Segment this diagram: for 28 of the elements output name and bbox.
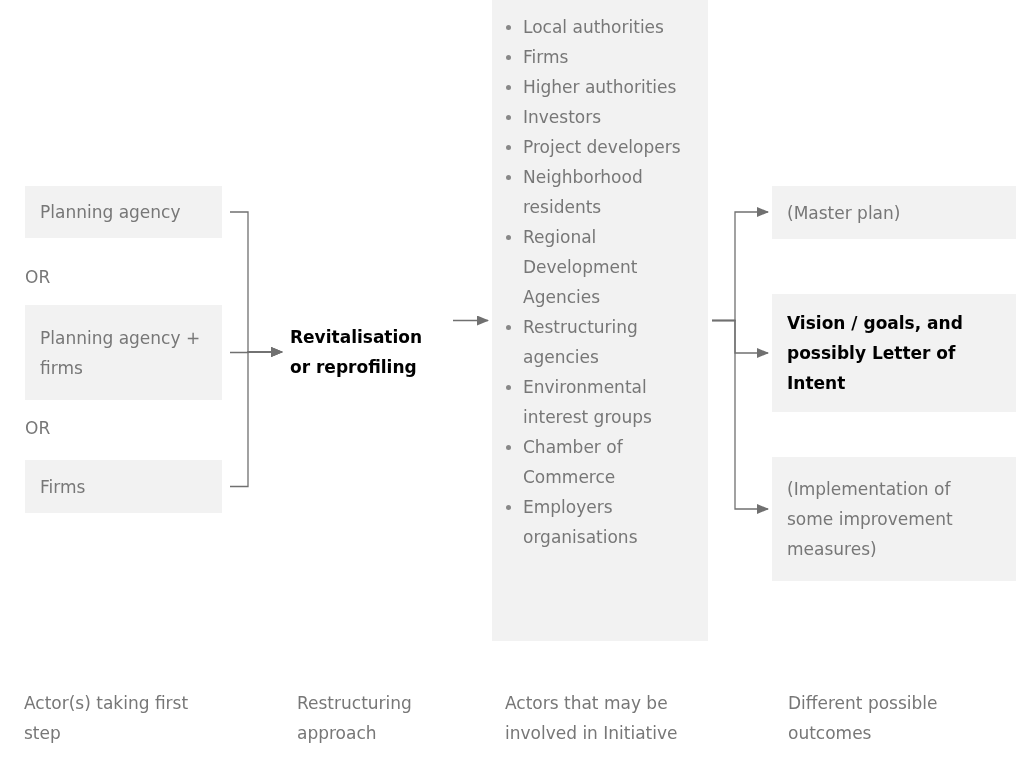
caption-text: Actors that may be involved in Initiative — [505, 692, 679, 745]
caption-text: Restructuring approach — [297, 692, 413, 745]
list-item: Local authorities — [523, 16, 664, 39]
list-item: Employers organisations — [523, 496, 639, 549]
box-text: (Master plan) — [787, 201, 902, 225]
caption-text: OR — [25, 417, 52, 440]
box-text: Planning agency — [40, 201, 182, 224]
connector-arrow — [452, 315, 489, 326]
box-text: Firms — [40, 475, 87, 499]
caption-text: OR — [25, 266, 52, 289]
list-item: Project developers — [523, 136, 681, 159]
list-item: Chamber of Commerce — [523, 436, 624, 489]
box-text: Planning agency + firms — [40, 326, 202, 380]
list-panel — [492, 0, 708, 641]
list-item: Investors — [523, 106, 602, 129]
caption-text: Actor(s) taking first step — [24, 692, 190, 745]
list-item: Firms — [523, 46, 569, 69]
list-item: Higher authorities — [523, 76, 677, 99]
box-text: (Implementation of some improvement measures) — [787, 478, 954, 561]
caption-text: Different possible outcomes — [788, 692, 939, 745]
connector-arrow — [229, 347, 283, 488]
list-item: Restructuring agencies — [523, 316, 639, 369]
list-item: Neighborhood residents — [523, 166, 644, 219]
box-text: Revitalisation or reprofiling — [290, 326, 424, 379]
list-item: Regional Development Agencies — [523, 226, 639, 309]
box-text: Vision / goals, and possibly Letter of Intent — [787, 312, 964, 395]
list-item: Environmental interest groups — [523, 376, 653, 429]
connector-arrow — [711, 319, 769, 514]
